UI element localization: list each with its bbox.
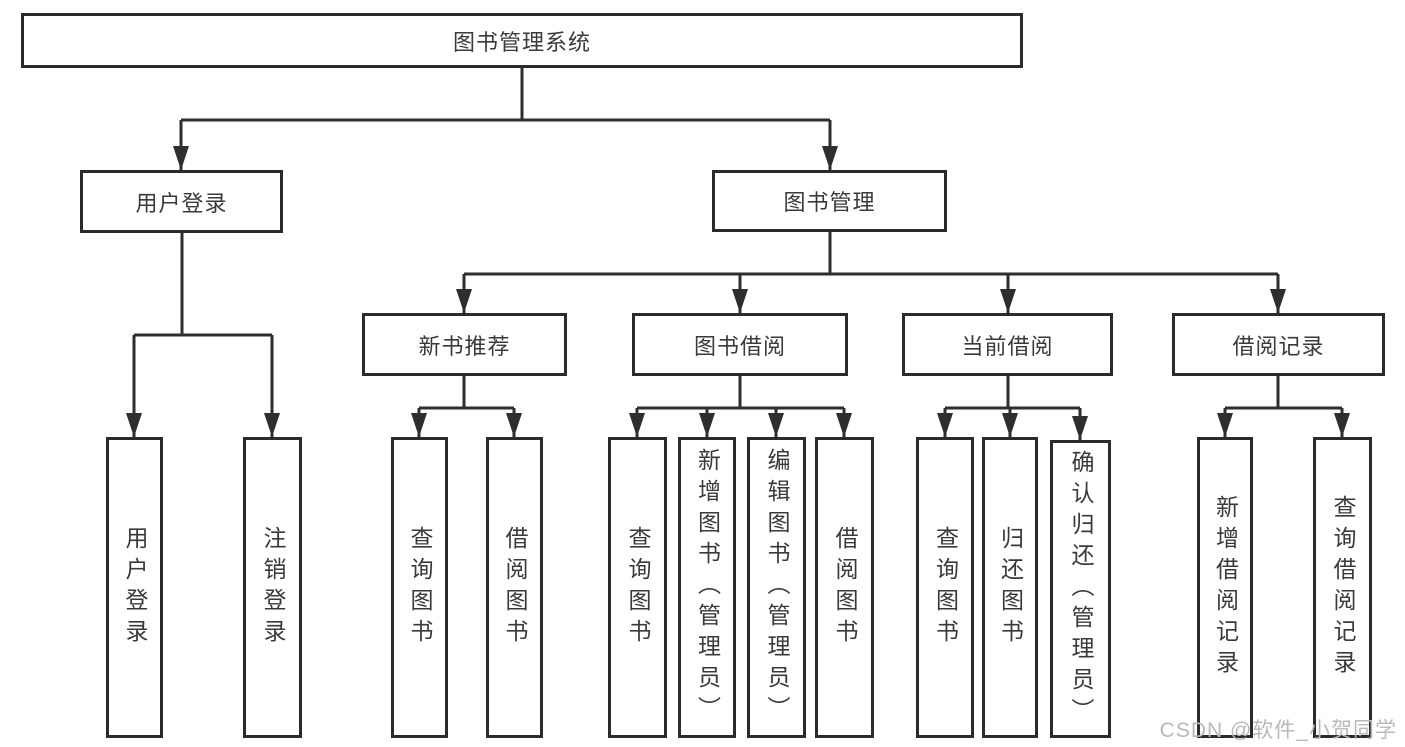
leaf-return-books: 归还图书 (982, 437, 1038, 738)
leaf-borrow-books-recommend-label: 借阅图书 (502, 525, 528, 650)
leaf-add-book-admin-label: 新增图书（管理员） (694, 448, 721, 727)
leaf-add-borrow-record-label: 新增借阅记录 (1212, 494, 1239, 681)
leaf-return-books-label: 归还图书 (997, 525, 1024, 650)
node-current-borrow: 当前借阅 (902, 313, 1113, 376)
leaf-add-borrow-record: 新增借阅记录 (1197, 437, 1253, 738)
leaf-logout: 注销登录 (243, 437, 302, 738)
node-current-borrow-label: 当前借阅 (961, 333, 1054, 359)
leaf-query-borrow-record-label: 查询借阅记录 (1330, 494, 1356, 681)
leaf-query-books-borrow-label: 查询图书 (625, 525, 651, 650)
leaf-user-login: 用户登录 (106, 437, 163, 738)
leaf-confirm-return-admin: 确认归还（管理员） (1050, 440, 1111, 738)
node-new-book-recommend-label: 新书推荐 (418, 333, 511, 359)
leaf-logout-label: 注销登录 (260, 525, 286, 650)
leaf-add-book-admin: 新增图书（管理员） (678, 437, 736, 738)
leaf-query-books-current: 查询图书 (916, 437, 974, 738)
node-book-management-label: 图书管理 (783, 190, 876, 215)
leaf-borrow-books-recommend: 借阅图书 (486, 437, 543, 738)
node-root-label: 图书管理系统 (452, 29, 591, 55)
leaf-query-borrow-record: 查询借阅记录 (1313, 437, 1372, 738)
node-borrow-records: 借阅记录 (1172, 313, 1385, 376)
leaf-borrow-books: 借阅图书 (815, 437, 874, 738)
leaf-query-books-borrow: 查询图书 (608, 437, 667, 738)
leaf-query-books-recommend: 查询图书 (391, 437, 448, 738)
node-book-borrow-label: 图书借阅 (693, 333, 786, 359)
leaf-query-books-current-label: 查询图书 (932, 525, 959, 650)
node-user-login: 用户登录 (80, 170, 283, 233)
node-book-borrow: 图书借阅 (632, 313, 848, 376)
leaf-borrow-books-label: 借阅图书 (832, 525, 858, 650)
node-root: 图书管理系统 (21, 13, 1023, 68)
leaf-confirm-return-admin-label: 确认归还（管理员） (1068, 449, 1094, 729)
leaf-query-books-recommend-label: 查询图书 (407, 525, 433, 650)
node-book-management: 图书管理 (712, 170, 947, 232)
leaf-user-login-label: 用户登录 (122, 525, 148, 650)
node-borrow-records-label: 借阅记录 (1232, 333, 1325, 359)
leaf-edit-book-admin-label: 编辑图书（管理员） (764, 448, 790, 727)
watermark: CSDN @软件_小贺同学 (1159, 719, 1397, 742)
leaf-edit-book-admin: 编辑图书（管理员） (747, 437, 806, 738)
node-user-login-label: 用户登录 (135, 190, 228, 216)
node-new-book-recommend: 新书推荐 (362, 313, 567, 376)
